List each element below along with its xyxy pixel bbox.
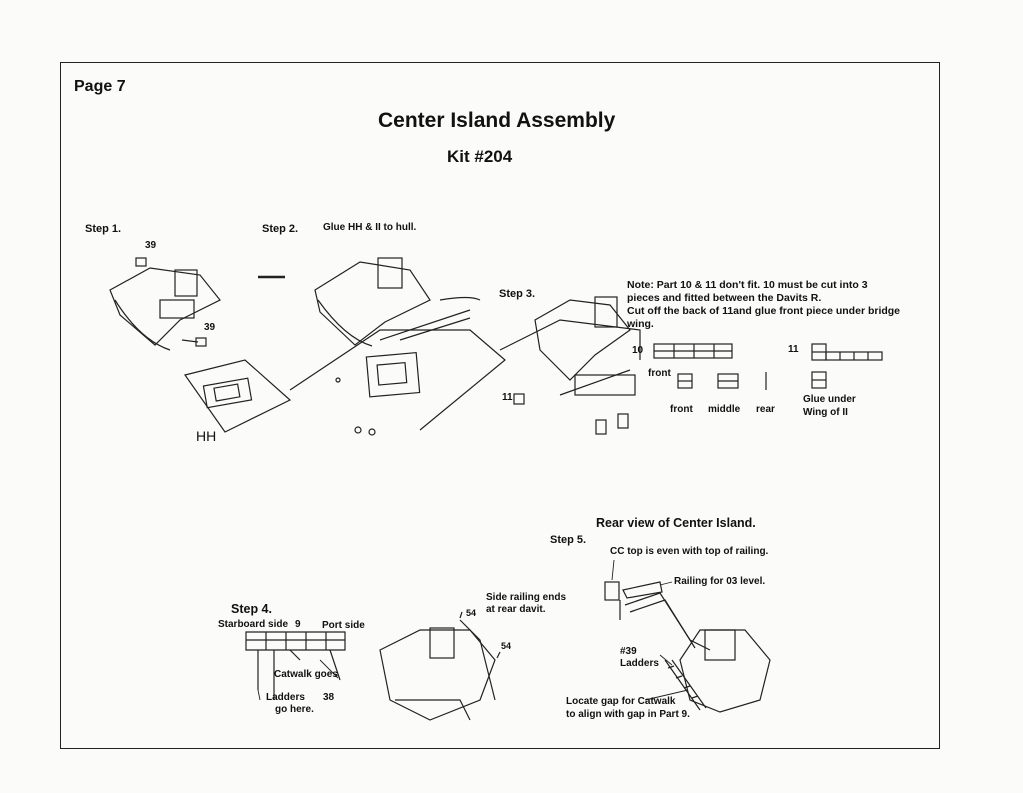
step4-catwalk: Catwalk goes [274, 669, 338, 680]
step1-part-hh: HH [196, 428, 217, 444]
step4-drawing [245, 611, 501, 721]
label-glue-under: Glue under [803, 394, 856, 405]
label-wing-of: Wing of II [803, 407, 848, 418]
step3-drawing [499, 296, 641, 435]
step1-label: Step 1. [85, 223, 122, 235]
step4-side-railing-line2: at rear davit. [486, 604, 546, 615]
label-rear: rear [756, 404, 775, 415]
step1-part-39b: 39 [204, 322, 216, 333]
part-10-label: 10 [632, 345, 644, 356]
step4-side-railing-line1: Side railing ends [486, 592, 567, 603]
step3-note-line2: pieces and fitted between the Davits R. [627, 292, 822, 304]
step4-starboard: Starboard side [218, 619, 289, 630]
step5-railing: Railing for 03 level. [674, 576, 766, 587]
step5-drawing [604, 581, 771, 713]
step1-drawing [109, 257, 292, 433]
step4-ladders: Ladders [266, 692, 305, 703]
step5-ladders: Ladders [620, 658, 659, 669]
step3-note-line1: Note: Part 10 & 11 don't fit. 10 must be… [627, 279, 868, 291]
step1-part-39a: 39 [145, 240, 157, 251]
part-11-strip [811, 343, 883, 389]
part-10-strip [653, 343, 767, 390]
step5-label: Step 5. [550, 534, 587, 546]
step5-locate-line2: to align with gap in Part 9. [566, 709, 690, 720]
step5-heading: Rear view of Center Island. [596, 516, 756, 530]
page-title: Center Island Assembly [378, 109, 616, 132]
step2-label: Step 2. [262, 223, 299, 235]
step2-instruction: Glue HH & II to hull. [323, 222, 417, 233]
label-middle: middle [708, 404, 741, 415]
step4-part-54b: 54 [501, 641, 512, 651]
step5-part-39: #39 [620, 646, 637, 657]
step4-port: Port side [322, 620, 365, 631]
step5-cc-top: CC top is even with top of railing. [610, 546, 769, 557]
step2-drawing [289, 257, 506, 436]
step5-locate-line1: Locate gap for Catwalk [566, 696, 676, 707]
page-frame [60, 62, 940, 749]
step3-note-line3: Cut off the back of 11and glue front pie… [627, 305, 901, 317]
kit-number: Kit #204 [447, 147, 513, 166]
step4-part-9: 9 [295, 619, 301, 630]
label-front-b: front [670, 404, 693, 415]
label-front-a: front [648, 368, 671, 379]
step4-part-38: 38 [323, 692, 335, 703]
step3-label: Step 3. [499, 288, 536, 300]
page-number: Page 7 [74, 78, 126, 95]
step4-part-54a: 54 [466, 608, 477, 618]
step4-go-here: go here. [275, 704, 314, 715]
step4-label: Step 4. [231, 602, 272, 616]
part-11-label: 11 [788, 344, 799, 355]
step3-note-line4: wing. [627, 318, 654, 330]
step3-part-11: 11 [502, 392, 513, 403]
